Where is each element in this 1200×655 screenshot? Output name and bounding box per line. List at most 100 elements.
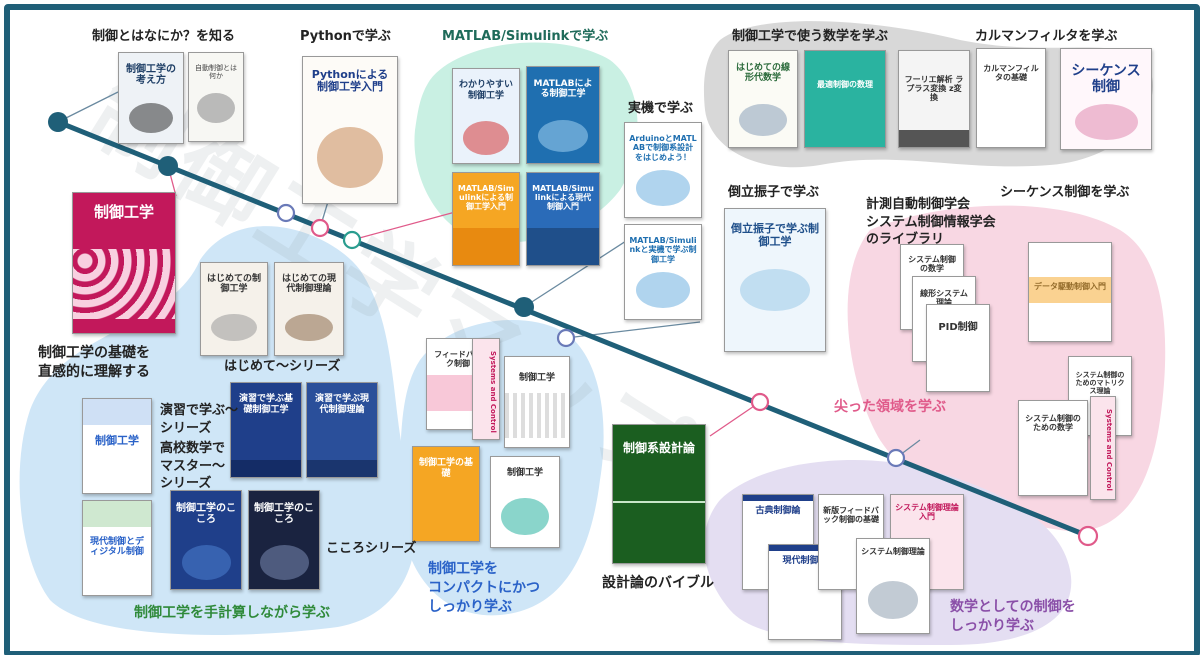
book-seigyo-kangaekata[interactable]: 制御工学の考え方 — [118, 52, 184, 144]
book-koukou-digital[interactable]: 現代制御とディジタル制御 — [82, 500, 152, 596]
basics-intuitive-line-2: 直感的に理解する — [38, 363, 150, 382]
book-sice-pid-title: PID制御 — [931, 322, 985, 334]
book-band — [613, 501, 705, 503]
book-kalman-kiso[interactable]: カルマンフィルタの基礎 — [976, 48, 1046, 148]
book-hajimete-senkei[interactable]: はじめての線形代数学 — [728, 50, 798, 148]
book-tougai-shinshi[interactable]: 倒立振子で学ぶ制御工学 — [724, 208, 826, 352]
book-matlab-wakariyasui[interactable]: わかりやすい制御工学 — [452, 68, 520, 164]
timeline-node — [888, 450, 904, 466]
book-python-seigyo[interactable]: Pythonによる制御工学入門 — [302, 56, 398, 204]
book-enshu-gendai[interactable]: 演習で学ぶ現代制御理論 — [306, 382, 378, 478]
sice-library-line-1: 計測自動制御学会 — [866, 196, 996, 214]
book-jidou-seigyo[interactable]: 自動制御とは何か — [188, 52, 244, 142]
book-sys-seigyo-riron-title: システム制御理論 — [861, 547, 925, 556]
book-sice-sys-title: システム制御の数学 — [905, 255, 959, 273]
timeline-node — [48, 112, 68, 132]
book-art — [129, 103, 174, 134]
book-matlab-nyumon[interactable]: MATLAB/Simulinkによる制御工学入門 — [452, 172, 520, 266]
book-matlab-gendai[interactable]: MATLAB/Simulinkによる現代制御入門 — [526, 172, 600, 266]
book-sice-math2[interactable]: システム制御のための数学 — [1018, 400, 1088, 496]
book-band — [743, 495, 813, 501]
book-kokoro2[interactable]: 制御工学のこころ — [248, 490, 320, 590]
book-hajimete-gendai[interactable]: はじめての現代制御理論 — [274, 262, 344, 356]
book-saiteki-seigyo-title: 最適制御の数理 — [809, 80, 881, 89]
book-hajimete-seigyo[interactable]: はじめての制御工学 — [200, 262, 268, 356]
book-band — [527, 228, 599, 265]
book-art — [636, 272, 689, 308]
book-fourier[interactable]: フーリエ解析 ラプラス変換 z変換 — [898, 50, 970, 148]
book-art — [740, 269, 810, 312]
label-compact: 制御工学を コンパクトにかつ しっかり学ぶ — [428, 560, 540, 617]
book-illust-seigyo[interactable]: 制御工学 — [72, 192, 176, 334]
book-hajimete-seigyo-title: はじめての制御工学 — [205, 274, 263, 295]
book-matlab-seigyo[interactable]: MATLABによる制御工学 — [526, 66, 600, 164]
book-sice-math2-title: システム制御のための数学 — [1023, 414, 1083, 432]
book-seigyo-kangaekata-title: 制御工学の考え方 — [123, 64, 179, 87]
label-math-for-control: 制御工学で使う数学を学ぶ — [732, 28, 888, 46]
label-what-is-control: 制御とはなにか？を知る — [92, 28, 235, 46]
book-koukou-seigyo[interactable]: 制御工学 — [82, 398, 152, 494]
book-matlab-jikki[interactable]: MATLAB/Simulinkと実機で学ぶ制御工学 — [624, 224, 702, 320]
book-sice-sys-control-title: Systems and Control — [1093, 409, 1113, 491]
book-band — [83, 501, 151, 527]
book-sice-sys-control[interactable]: Systems and Control — [1090, 396, 1116, 500]
label-kalman: カルマンフィルタを学ぶ — [975, 28, 1117, 46]
book-fourier-title: フーリエ解析 ラプラス変換 z変換 — [903, 75, 965, 103]
timeline-node — [312, 220, 328, 236]
book-art — [260, 545, 309, 580]
book-seigyo-kougaku-b[interactable]: 制御工学 — [490, 456, 560, 548]
book-arduino-title: ArduinoとMATLABで制御系設計をはじめよう！ — [629, 134, 697, 162]
enshu-series-line-1: 演習で学ぶ～ — [160, 402, 238, 420]
book-sice-data[interactable]: データ駆動制御入門 — [1028, 242, 1112, 342]
book-matlab-jikki-title: MATLAB/Simulinkと実機で学ぶ制御工学 — [629, 236, 697, 264]
book-sequence-seigyo[interactable]: シーケンス制御 — [1060, 48, 1152, 150]
math-control-line-1: 数学としての制御を — [950, 598, 1076, 617]
label-sharp-area: 尖った領域を学ぶ — [834, 398, 946, 417]
connector-line — [58, 92, 118, 122]
compact-line-2: コンパクトにかつ — [428, 579, 540, 598]
book-kokoro1-title: 制御工学のこころ — [175, 503, 237, 526]
book-sys-seigyo-nyumon-title: システム制御理論入門 — [895, 503, 959, 521]
book-matlab-gendai-title: MATLAB/Simulinkによる現代制御入門 — [531, 184, 595, 212]
book-saiteki-seigyo[interactable]: 最適制御の数理 — [804, 50, 886, 148]
book-sice-matrix-title: システム制御のためのマトリクス理論 — [1073, 371, 1127, 395]
label-enshu-series: 演習で学ぶ～ シリーズ — [160, 402, 238, 437]
timeline-node — [278, 205, 294, 221]
book-kokoro2-title: 制御工学のこころ — [253, 503, 315, 526]
book-seigyo-kougaku-kiso-title: 制御工学の基礎 — [417, 458, 475, 479]
book-sys-seigyo-riron[interactable]: システム制御理論 — [856, 538, 930, 634]
book-matlab-nyumon-title: MATLAB/Simulinkによる制御工学入門 — [457, 184, 515, 212]
book-sequence-seigyo-title: シーケンス制御 — [1065, 63, 1147, 95]
book-koukou-seigyo-title: 制御工学 — [87, 435, 147, 448]
book-band — [307, 460, 377, 477]
book-seigyo-kougaku-kiso[interactable]: 制御工学の基礎 — [412, 446, 480, 542]
timeline-node — [752, 394, 768, 410]
book-art — [501, 498, 549, 536]
book-sice-pid[interactable]: PID制御 — [926, 304, 990, 392]
label-inverted-pendulum: 倒立振子で学ぶ — [728, 184, 819, 202]
book-kokoro1[interactable]: 制御工学のこころ — [170, 490, 242, 590]
book-kalman-kiso-title: カルマンフィルタの基礎 — [981, 64, 1041, 82]
book-feedback-kiso-title: 新版フィードバック制御の基礎 — [823, 506, 879, 524]
book-illust-seigyo-title: 制御工学 — [77, 204, 171, 221]
book-art — [182, 545, 231, 580]
label-basics-intuitive: 制御工学の基礎を 直感的に理解する — [38, 344, 150, 382]
book-seigyokei-sekkei[interactable]: 制御系設計論 — [612, 424, 706, 564]
book-tougai-shinshi-title: 倒立振子で学ぶ制御工学 — [729, 223, 821, 248]
book-enshu-kiso[interactable]: 演習で学ぶ基礎制御工学 — [230, 382, 302, 478]
book-jidou-seigyo-title: 自動制御とは何か — [193, 64, 239, 80]
book-sys-control-title: Systems and Control — [475, 351, 497, 433]
book-seigyo-kougaku-small[interactable]: 制御工学 — [504, 356, 570, 448]
book-seigyo-kougaku-small-title: 制御工学 — [509, 373, 565, 383]
compact-line-1: 制御工学を — [428, 560, 540, 579]
book-hajimete-senkei-title: はじめての線形代数学 — [733, 63, 793, 84]
book-arduino[interactable]: ArduinoとMATLABで制御系設計をはじめよう！ — [624, 122, 702, 218]
compact-line-3: しっかり学ぶ — [428, 598, 540, 617]
book-band — [453, 228, 519, 265]
label-design-bible: 設計論のバイブル — [602, 574, 714, 593]
book-enshu-kiso-title: 演習で学ぶ基礎制御工学 — [235, 394, 297, 415]
book-sys-control[interactable]: Systems and Control — [472, 338, 500, 440]
book-band — [899, 130, 969, 147]
koukou-series-line-1: 高校数学で — [160, 440, 225, 458]
